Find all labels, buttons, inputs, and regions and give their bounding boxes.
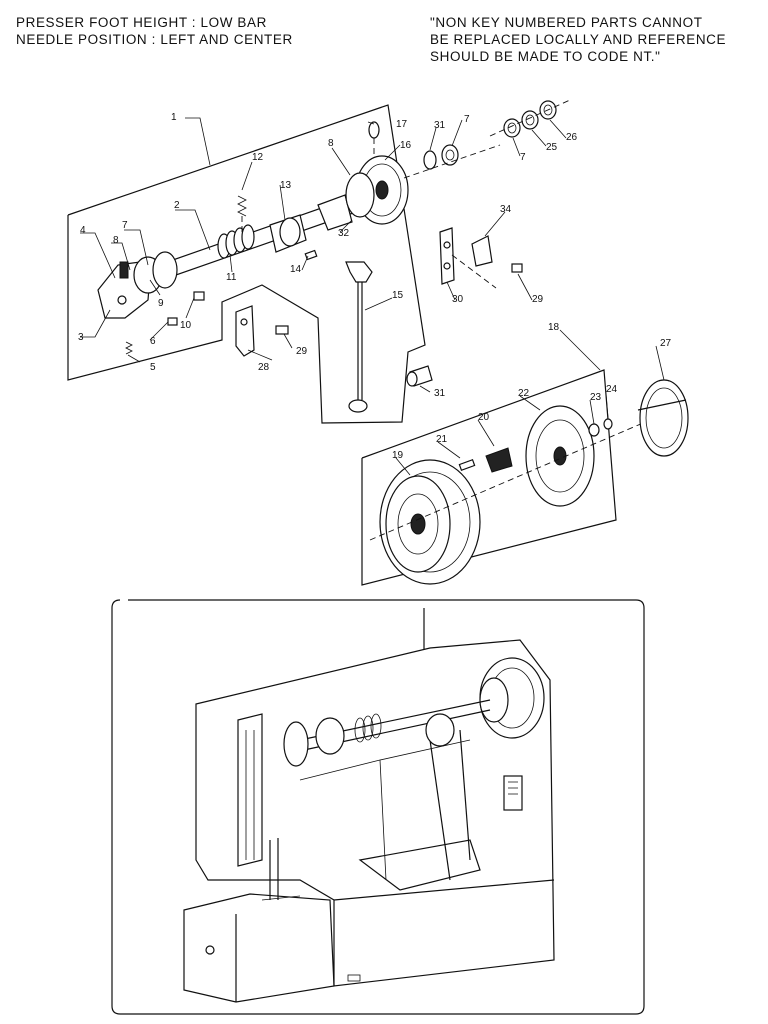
- callout-29b: 29: [532, 294, 544, 305]
- clutch-ring-27: [637, 379, 689, 457]
- pin-21: [458, 459, 476, 471]
- callout-31b: 31: [434, 388, 446, 399]
- callout-29a: 29: [296, 346, 308, 357]
- callout-25: 25: [546, 142, 558, 153]
- callout-9: 9: [158, 298, 164, 309]
- callout-8b: 8: [328, 138, 334, 149]
- header-left-note: PRESSER FOOT HEIGHT : LOW BAR NEEDLE POS…: [16, 14, 293, 48]
- callout-5: 5: [150, 362, 156, 373]
- header-right-note: "NON KEY NUMBERED PARTS CANNOT BE REPLAC…: [430, 14, 726, 65]
- callout-16: 16: [400, 140, 412, 151]
- machine-frame: [111, 599, 645, 1015]
- callout-28: 28: [258, 362, 270, 373]
- eccentric: [317, 194, 353, 231]
- sewing-machine-body: [183, 608, 555, 1003]
- callout-11: 11: [226, 272, 237, 283]
- clip-34: [471, 235, 493, 267]
- main-shaft: [149, 194, 357, 283]
- callout-19: 19: [392, 450, 404, 461]
- callout-30: 30: [452, 294, 464, 305]
- assembly-18-frame: [361, 369, 617, 586]
- washer-7-right: [503, 118, 521, 138]
- take-up-hub: [97, 251, 178, 319]
- callout-7b: 7: [464, 114, 470, 125]
- washer-7-top: [441, 144, 459, 166]
- callout-7c: 7: [520, 152, 526, 163]
- washer-23: [588, 423, 600, 437]
- callout-24: 24: [606, 384, 618, 395]
- handwheel-19: [379, 459, 481, 585]
- callout-6: 6: [150, 336, 156, 347]
- callout-12: 12: [252, 152, 264, 163]
- callout-numbers: 1 2 3 4 5 6 7 7 7 8 8 9 10 11 12 13 14 1…: [78, 112, 672, 461]
- callout-17: 17: [396, 119, 408, 130]
- callout-13: 13: [280, 180, 292, 191]
- callout-34: 34: [500, 204, 512, 215]
- callout-22: 22: [518, 388, 530, 399]
- callout-2: 2: [174, 200, 180, 211]
- presser-foot-height-note: PRESSER FOOT HEIGHT : LOW BAR: [16, 15, 267, 30]
- shaft-worm-gear: [217, 224, 255, 259]
- replacement-note-line1: "NON KEY NUMBERED PARTS CANNOT: [430, 15, 703, 30]
- callout-26: 26: [566, 132, 578, 143]
- screw-6: [167, 317, 178, 326]
- callout-3: 3: [78, 332, 84, 343]
- callout-15: 15: [392, 290, 404, 301]
- replacement-note-line3: SHOULD BE MADE TO CODE NT.": [430, 49, 661, 64]
- callout-21: 21: [436, 434, 448, 445]
- gear-16: [345, 155, 409, 225]
- washer-31-top: [423, 150, 437, 170]
- callout-1: 1: [171, 112, 177, 123]
- screw-29-right: [511, 263, 523, 273]
- washer-25: [521, 110, 539, 130]
- spring-5: [125, 341, 133, 355]
- leader-lines: [80, 117, 665, 476]
- plate-28: [235, 305, 255, 357]
- latch-20: [485, 447, 513, 473]
- callout-32: 32: [338, 228, 350, 239]
- clutch-22: [525, 405, 595, 507]
- callout-23: 23: [590, 392, 602, 403]
- screw-14: [304, 249, 318, 261]
- callout-8a: 8: [113, 235, 119, 246]
- screw-29-left: [275, 325, 289, 335]
- callout-31a: 31: [434, 120, 446, 131]
- callout-4: 4: [80, 225, 86, 236]
- callout-7a: 7: [122, 220, 128, 231]
- washer-24: [603, 418, 613, 430]
- needle-position-note: NEEDLE POSITION : LEFT AND CENTER: [16, 32, 293, 47]
- callout-10: 10: [180, 320, 192, 331]
- callout-14: 14: [290, 264, 302, 275]
- spring-17: [368, 121, 380, 158]
- shaft-spring-body: [354, 713, 382, 743]
- assembly-1-frame: [67, 104, 426, 424]
- callout-27: 27: [660, 338, 672, 349]
- screw-10: [193, 291, 205, 301]
- callout-20: 20: [478, 412, 490, 423]
- callout-18: 18: [548, 322, 560, 333]
- bushing-31: [406, 365, 433, 387]
- connecting-rod-15: [345, 261, 373, 413]
- spring-12: [237, 195, 247, 240]
- replacement-note-line2: BE REPLACED LOCALLY AND REFERENCE: [430, 32, 727, 47]
- bracket-30: [439, 227, 455, 285]
- crank-13: [269, 214, 307, 253]
